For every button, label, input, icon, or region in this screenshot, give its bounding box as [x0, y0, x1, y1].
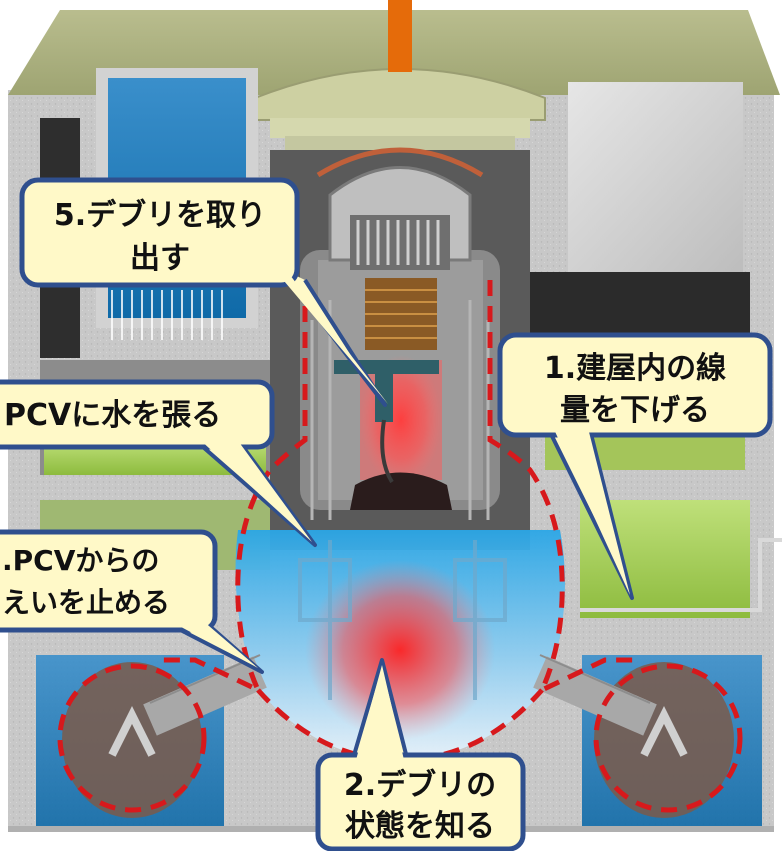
callout-step5-line2: 出す	[130, 241, 190, 276]
callout-step4-line1: PCVに水を張る	[4, 398, 221, 433]
vent-pipe	[388, 0, 412, 72]
right-upper-room	[568, 82, 743, 272]
callout-step2: 2.デブリの 状態を知る	[315, 658, 526, 851]
callout-step2-line1: 2.デブリの	[344, 768, 496, 803]
callout-step4: PCVに水を張る	[0, 379, 317, 547]
dome-cap	[254, 68, 546, 121]
reactor-pressure-vessel	[300, 147, 500, 520]
callout-step5: 5.デブリを取り 出す	[19, 177, 388, 407]
callout-step2-line2: 状態を知る	[345, 809, 495, 844]
callout-step1: 1.建屋内の線 量を下げる	[497, 332, 773, 600]
callout-step5-line1: 5.デブリを取り	[54, 198, 266, 233]
callout-step3: .PCVからの えいを止める	[0, 529, 264, 674]
callout-step3-line2: えいを止める	[2, 586, 170, 619]
callout-step1-line1: 1.建屋内の線	[544, 351, 726, 386]
fuel-racks	[111, 290, 223, 340]
primary-containment-vessel	[235, 530, 565, 760]
callout-step3-line1: .PCVからの	[2, 544, 159, 577]
callout-step1-line2: 量を下げる	[560, 393, 710, 428]
pcv-boundary-dashed	[57, 280, 743, 813]
